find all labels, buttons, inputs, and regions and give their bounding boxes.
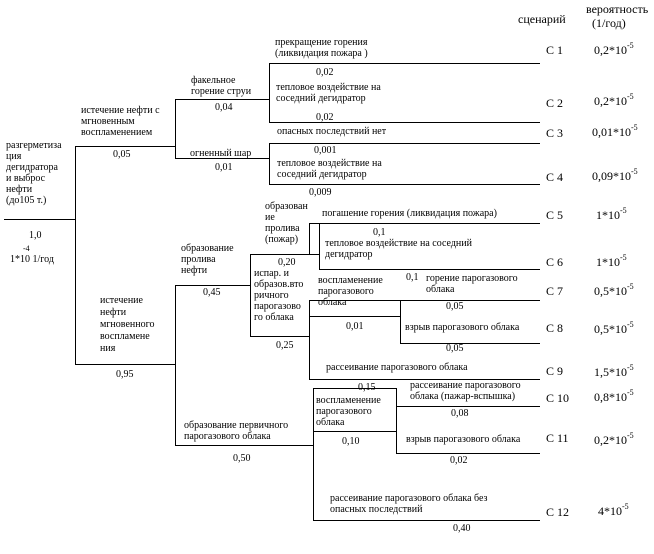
scenario-id: С 5 xyxy=(546,208,564,222)
scenario-id: С 6 xyxy=(546,255,564,269)
scenario-probability: 0,2*10-5 xyxy=(594,41,634,57)
scenario-probability: 0,01*10-5 xyxy=(592,123,638,139)
prob-s9: 0,05 xyxy=(446,343,464,354)
outcome-label: тепловое воздействие на соседний дегидра… xyxy=(325,238,472,260)
prob-s3: 0,001 xyxy=(314,145,337,156)
scenario-id: С 7 xyxy=(546,284,564,298)
outcome-label: рассеивание парогазового облака xyxy=(326,362,468,373)
scenario-id: С 1 xyxy=(546,43,564,57)
node-primary-cloud: образование первичного парогазового обла… xyxy=(184,420,289,442)
outcome-label: горение парогазового облака xyxy=(426,273,518,295)
node-spill-fire: образован ие пролива (пожар) xyxy=(265,201,308,245)
scenario-id: С 11 xyxy=(546,431,569,445)
prob-s1: 0,02 xyxy=(316,67,334,78)
prob-immediate: 0,05 xyxy=(113,149,131,160)
outcome-label: погашение горения (ликвидация пожара) xyxy=(322,208,497,219)
scenario-id: С 2 xyxy=(546,96,564,110)
root-frequency: 1*10 1/год xyxy=(10,254,54,265)
outcome-label: прекращение горения (ликвидация пожара ) xyxy=(275,37,368,59)
prob-primary-ignition: 0,10 xyxy=(342,436,360,447)
scenario-probability: 0,2*10-5 xyxy=(594,431,634,447)
scenario-probability: 0,5*10-5 xyxy=(594,282,634,298)
prob-spill-fire: 0,20 xyxy=(278,257,296,268)
prob-not-immediate: 0,95 xyxy=(116,369,134,380)
scenario-probability: 1*10-5 xyxy=(596,206,627,222)
scenario-probability: 4*10-5 xyxy=(598,502,629,518)
outcome-label: взрыв парогазового облака xyxy=(406,434,521,445)
scenario-probability: 0,2*10-5 xyxy=(594,92,634,108)
prob-fireball: 0,01 xyxy=(215,162,233,173)
probability-header: вероятность xyxy=(586,2,649,16)
node-immediate-ignition: истечение нефти с мгновенным воспламенен… xyxy=(81,105,160,138)
outcome-label: взрыв парогазового облака xyxy=(405,322,520,333)
probability-unit-header: (1/год) xyxy=(592,16,626,30)
prob-jet: 0,04 xyxy=(215,102,233,113)
prob-primary: 0,50 xyxy=(233,453,251,464)
scenario-id: С 12 xyxy=(546,505,570,519)
outcome-label: тепловое воздействие на соседний дегидра… xyxy=(277,158,382,180)
prob-spill: 0,45 xyxy=(203,287,221,298)
scenario-id: С 9 xyxy=(546,364,564,378)
node-secondary-cloud: испар. и образов.вто ричного парогазово … xyxy=(254,268,304,323)
prob-s9-lower: 0,15 xyxy=(358,382,376,393)
node-jet-fire: факельное горение струи xyxy=(191,75,252,97)
scenario-id: С 4 xyxy=(546,170,564,184)
scenario-probability: 1*10-5 xyxy=(596,253,627,269)
node-secondary-ignition: воспламенение парогазового облака xyxy=(318,275,383,308)
root-probability: 1,0 xyxy=(29,230,42,241)
node-spill: образование пролива нефти xyxy=(181,243,234,276)
prob-s8: 0,05 xyxy=(446,301,464,312)
scenario-id: С 8 xyxy=(546,321,564,335)
scenario-probability: 0,5*10-5 xyxy=(594,320,634,336)
prob-secondary-cloud: 0,25 xyxy=(276,340,294,351)
root-event: разгерметиза ция дегидратора и выброс не… xyxy=(6,140,62,206)
outcome-label: тепловое воздействие на соседний дегидра… xyxy=(276,82,381,104)
prob-s12: 0,40 xyxy=(453,523,471,534)
prob-s2: 0,02 xyxy=(316,112,334,123)
prob-s6: 0,1 xyxy=(406,272,419,283)
scenario-probability: 0,8*10-5 xyxy=(594,388,634,404)
outcome-label: рассеивание парогазового облака без опас… xyxy=(330,493,488,515)
scenario-probability: 0,09*10-5 xyxy=(592,167,638,183)
root-frequency-exponent: -4 xyxy=(23,244,30,253)
outcome-label: опасных последствий нет xyxy=(277,126,387,137)
scenario-probability: 1,5*10-5 xyxy=(594,363,634,379)
prob-s5: 0,1 xyxy=(373,227,386,238)
prob-s4: 0,009 xyxy=(309,187,332,198)
prob-s11: 0,02 xyxy=(450,455,468,466)
scenario-header: сценарий xyxy=(518,12,566,26)
node-primary-ignition: воспламенение парогазового облака xyxy=(316,395,381,428)
prob-s10: 0,08 xyxy=(451,408,469,419)
scenario-id: С 3 xyxy=(546,126,564,140)
prob-secondary-ignition: 0,01 xyxy=(346,321,364,332)
node-fireball: огненный шар xyxy=(190,148,252,159)
node-no-immediate-ignition: истечение нефти мгновенного воспламене н… xyxy=(100,295,155,354)
scenario-id: С 10 xyxy=(546,391,570,405)
outcome-label: рассеивание парогазового облака (пажар-в… xyxy=(410,380,521,402)
